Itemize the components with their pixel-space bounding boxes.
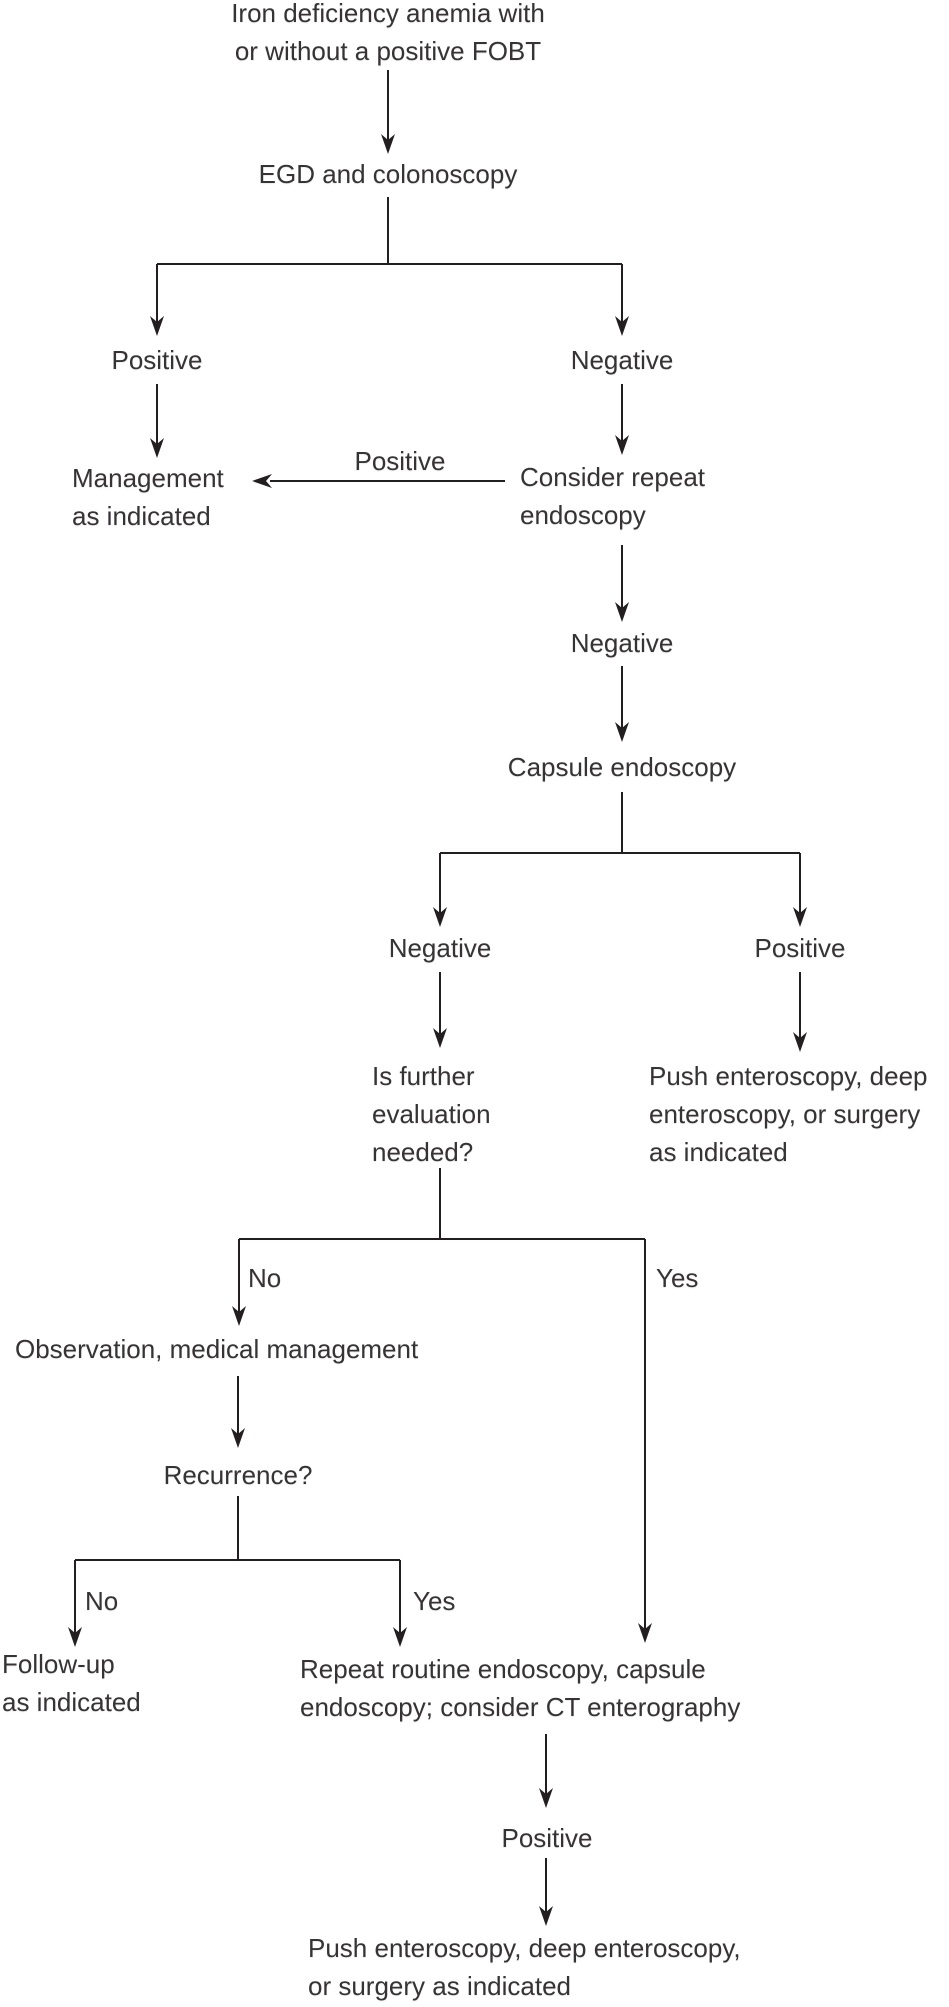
arrowhead-recurrence-yes bbox=[393, 1627, 407, 1647]
node-management: Management as indicated bbox=[72, 463, 224, 531]
label-capsule-negative: Negative bbox=[388, 933, 492, 963]
arrowhead-observation-to-recurrence bbox=[231, 1428, 245, 1448]
arrowhead-negative-to-capsule bbox=[615, 722, 629, 742]
arrowhead-capsule-positive bbox=[793, 907, 807, 927]
arrowhead-repeat-to-management bbox=[252, 474, 272, 488]
node-repeat-routine: Repeat routine endoscopy, capsule endosc… bbox=[300, 1654, 741, 1722]
node-recurrence: Recurrence? bbox=[163, 1460, 313, 1490]
node-push-enteroscopy-lower: Push enteroscopy, deep enteroscopy, or s… bbox=[308, 1933, 741, 2001]
node-follow-up: Follow-up as indicated bbox=[2, 1649, 141, 1717]
label-recurrence-no: No bbox=[85, 1586, 119, 1616]
arrowhead-positive-to-management bbox=[150, 438, 164, 458]
arrowhead-positive-to-push bbox=[793, 1032, 807, 1052]
label-final-positive: Positive bbox=[501, 1823, 593, 1853]
label-further-no: No bbox=[248, 1263, 282, 1293]
arrowhead-positive-to-final bbox=[539, 1906, 553, 1926]
label-recurrence-yes: Yes bbox=[413, 1586, 456, 1616]
arrowhead-repeat-to-negative bbox=[615, 602, 629, 622]
label-capsule-positive: Positive bbox=[754, 933, 846, 963]
arrowhead-capsule-negative bbox=[433, 907, 447, 927]
arrowhead-further-no bbox=[232, 1306, 246, 1326]
node-consider-repeat: Consider repeat endoscopy bbox=[520, 462, 705, 530]
arrowhead-further-yes bbox=[638, 1623, 652, 1643]
label-egd-negative: Negative bbox=[570, 345, 674, 375]
label-further-yes: Yes bbox=[656, 1263, 699, 1293]
node-egd-colonoscopy: EGD and colonoscopy bbox=[258, 159, 518, 189]
arrowhead-start-to-egd bbox=[381, 134, 395, 154]
node-further-evaluation: Is further evaluation needed? bbox=[372, 1061, 491, 1167]
label-repeat-endoscopy-positive: Positive bbox=[354, 446, 446, 476]
arrowhead-negative-to-repeat bbox=[615, 435, 629, 455]
arrowhead-negative-to-further bbox=[433, 1028, 447, 1048]
label-repeat-endoscopy-negative: Negative bbox=[570, 628, 674, 658]
arrowhead-branch-positive bbox=[150, 316, 164, 336]
arrowhead-branch-negative bbox=[615, 316, 629, 336]
arrowhead-repeatroutine-to-positive bbox=[539, 1788, 553, 1808]
node-start: Iron deficiency anemia with or without a… bbox=[231, 0, 545, 66]
node-observation: Observation, medical management bbox=[15, 1334, 419, 1364]
arrowhead-recurrence-no bbox=[68, 1627, 82, 1647]
node-capsule-endoscopy: Capsule endoscopy bbox=[507, 752, 737, 782]
label-egd-positive: Positive bbox=[111, 345, 203, 375]
node-push-enteroscopy-upper: Push enteroscopy, deep enteroscopy, or s… bbox=[649, 1061, 928, 1167]
